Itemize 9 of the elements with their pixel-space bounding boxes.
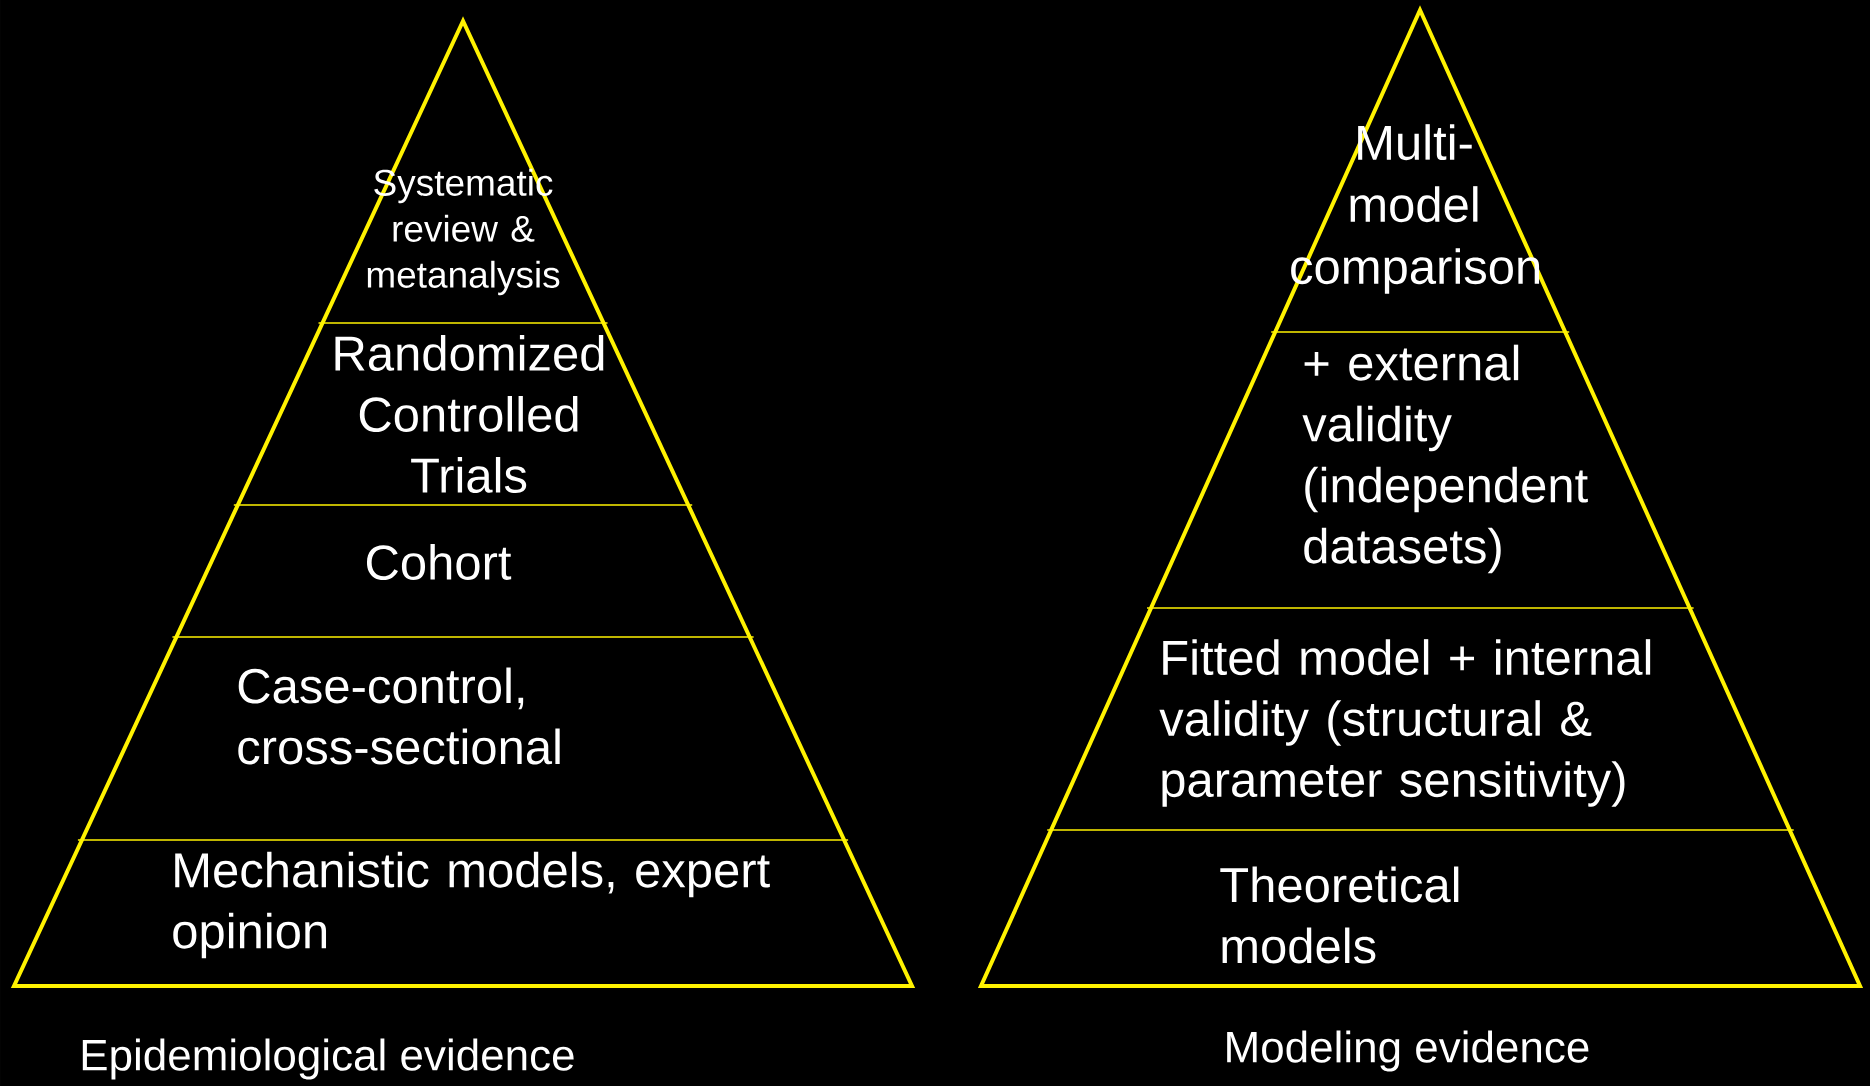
node-label: Modeling evidence: [1227, 1030, 1589, 1072]
tier-label: Randomized Controlled Trials: [335, 335, 604, 493]
tier-label: Mechanistic models, expert opinion: [173, 851, 770, 959]
tier-label: Theoretical models: [1220, 866, 1459, 964]
tier-label: + external validity (independent datasets): [1302, 344, 1588, 574]
tier-label: Fitted model + internal validity (structural & parameter sensitivity): [1159, 639, 1651, 807]
tier-label: Cohort: [366, 544, 512, 580]
tier-label: Case-control, cross-sectional: [238, 667, 560, 765]
node-label: Epidemiological evidence: [82, 1038, 574, 1080]
